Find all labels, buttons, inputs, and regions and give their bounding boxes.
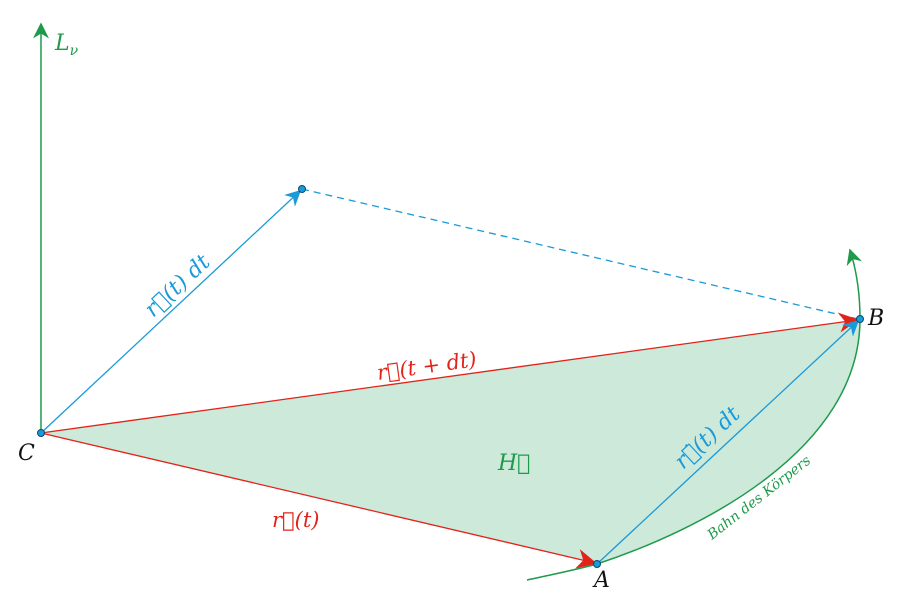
r-t-label: r⃗(t) [272, 508, 319, 532]
velocity-dt-vector-lower [596, 319, 860, 565]
position-vector-r-t [40, 432, 597, 569]
orbit-curve [526, 248, 862, 581]
position-vector-r-t-dt [40, 312, 859, 434]
dashed-parallel-line [301, 188, 859, 320]
velocity-label-upper: r⃗(t) dt [140, 250, 215, 323]
point-a-label: A [592, 568, 610, 593]
point-c-dot [37, 429, 45, 437]
point-b-label: B [867, 306, 884, 331]
point-c-label: C [18, 441, 35, 466]
swept-area [41, 319, 860, 564]
axis-label: Lν [54, 31, 79, 59]
velocity-dt-vector-upper [40, 189, 302, 434]
point-p-dot [298, 185, 306, 193]
h-vector-label: H⃗ [497, 451, 530, 476]
point-b-dot [856, 315, 864, 323]
point-a-dot [593, 560, 601, 568]
